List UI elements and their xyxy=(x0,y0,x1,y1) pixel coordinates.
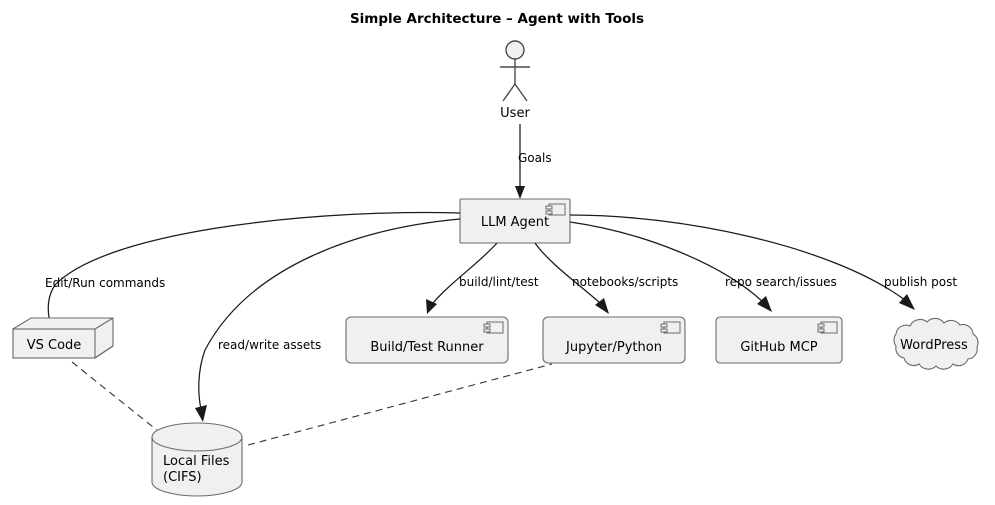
edge-line-jupyter xyxy=(534,242,601,304)
node-jupyter-python-label: Jupyter/Python xyxy=(565,340,662,355)
node-build-test-runner-box xyxy=(345,316,509,364)
node-vs-code-edges xyxy=(94,317,114,359)
arrowhead-jupyter xyxy=(595,298,609,314)
node-user-label: User xyxy=(500,106,530,121)
node-local-files-label-line1: Local Files xyxy=(163,454,230,469)
edge-localfiles-to-jupyter xyxy=(247,363,553,446)
edge-agent-to-jupyter: notebooks/scripts xyxy=(534,242,678,314)
arrowhead-build xyxy=(426,299,437,314)
node-github-mcp[interactable]: GitHub MCP xyxy=(715,316,843,364)
edge-user-to-agent: Goals xyxy=(515,124,552,199)
node-llm-agent-label: LLM Agent xyxy=(481,215,549,230)
arrowhead-read-write xyxy=(195,405,207,422)
node-vs-code-face xyxy=(12,328,96,359)
edge-label-edit-run: Edit/Run commands xyxy=(45,276,165,290)
node-wordpress[interactable]: WordPress xyxy=(893,317,979,370)
node-wordpress-label: WordPress xyxy=(900,338,968,353)
edge-line-wordpress xyxy=(569,214,906,301)
node-build-test-runner-label: Build/Test Runner xyxy=(370,340,484,355)
node-local-files-label-line2: (CIFS) xyxy=(163,470,202,485)
edge-vscode-to-localfiles xyxy=(71,361,169,440)
edge-label-jupyter: notebooks/scripts xyxy=(572,275,678,289)
component-icon xyxy=(660,321,681,334)
node-local-files[interactable]: Local Files (CIFS) xyxy=(151,422,243,497)
arrowhead-github xyxy=(757,296,772,312)
component-icon xyxy=(817,321,838,334)
page-title: Simple Architecture – Agent with Tools xyxy=(350,11,644,27)
node-jupyter-python[interactable]: Jupyter/Python xyxy=(542,316,686,364)
edge-agent-to-localfiles: read/write assets xyxy=(195,218,461,422)
edge-agent-to-github: repo search/issues xyxy=(569,221,837,312)
node-local-files-cylinder-body xyxy=(151,436,243,497)
edge-agent-to-build: build/lint/test xyxy=(426,242,539,314)
edge-label-build: build/lint/test xyxy=(459,275,539,289)
node-local-files-cylinder-top xyxy=(151,422,243,452)
edge-label-wordpress: publish post xyxy=(884,275,957,289)
edge-line-github xyxy=(569,221,764,303)
edge-label-github: repo search/issues xyxy=(725,275,837,289)
edge-line-build xyxy=(432,242,498,304)
arrowhead-wordpress xyxy=(899,294,915,310)
node-llm-agent-box xyxy=(459,198,571,244)
node-github-mcp-box xyxy=(715,316,843,364)
edge-line-edit-run xyxy=(47,211,461,329)
component-icon xyxy=(545,203,566,216)
node-build-test-runner[interactable]: Build/Test Runner xyxy=(345,316,509,364)
edge-line-read-write xyxy=(198,218,461,410)
actor-body-icon xyxy=(500,59,530,102)
edge-agent-to-wordpress: publish post xyxy=(569,214,957,310)
node-user[interactable]: User xyxy=(500,40,530,121)
node-wordpress-cloud-shape xyxy=(893,317,979,370)
actor-head-icon xyxy=(505,40,525,60)
edge-label-read-write: read/write assets xyxy=(218,338,321,352)
node-llm-agent[interactable]: LLM Agent xyxy=(459,198,571,244)
node-jupyter-python-box xyxy=(542,316,686,364)
node-github-mcp-label: GitHub MCP xyxy=(740,340,817,355)
component-icon xyxy=(483,321,504,334)
node-vs-code-label: VS Code xyxy=(27,338,82,353)
arrowhead-goals xyxy=(515,186,525,199)
node-vs-code[interactable]: VS Code xyxy=(12,317,114,359)
edge-label-goals: Goals xyxy=(518,151,552,165)
